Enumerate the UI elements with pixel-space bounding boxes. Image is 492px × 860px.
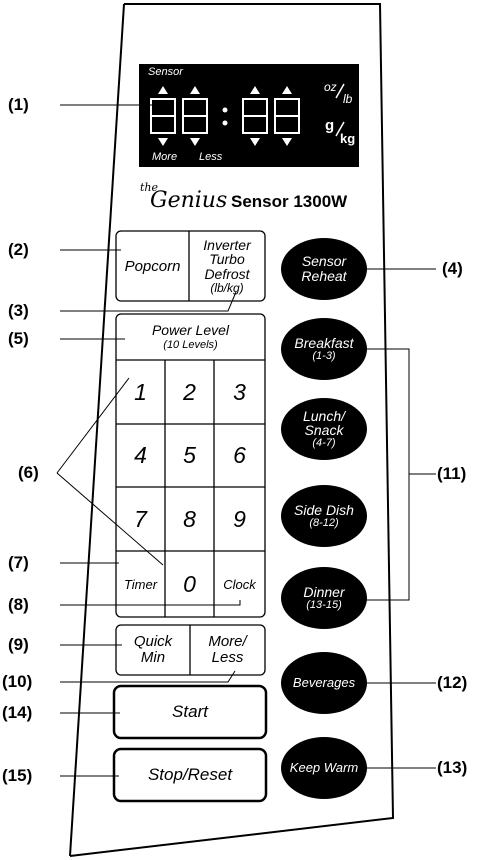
oval-lunch <box>281 398 367 460</box>
keep-warm-label: Keep Warm <box>289 760 359 776</box>
digit-2-button[interactable]: 2 <box>183 378 196 405</box>
callout-3: (3) <box>8 301 29 320</box>
lcd-sensor-label: Sensor <box>148 66 183 78</box>
oval-sensor-reheat <box>281 238 367 300</box>
lunch-line-1: Lunch/ <box>302 407 346 424</box>
inverter-line-2: Turbo <box>209 251 245 268</box>
keypad-box <box>115 313 266 618</box>
callout-6: (6) <box>18 463 39 482</box>
power-level-button[interactable]: Power Level (10 Levels) <box>116 314 265 360</box>
side-dish-line-2: (8-12) <box>309 516 339 529</box>
breakfast-line-1: Breakfast <box>294 334 354 351</box>
callout-13: (13) <box>437 758 468 777</box>
oval-dinner <box>281 567 367 629</box>
unit-lb: lb <box>343 92 353 106</box>
callout-7: (7) <box>8 553 29 572</box>
unit-kg: kg <box>340 131 356 146</box>
lcd-digits <box>150 98 300 134</box>
digit-9-button[interactable]: 9 <box>233 505 246 532</box>
oval-side-dish <box>281 485 367 547</box>
callout-10: (10) <box>2 672 33 691</box>
start-box <box>112 684 268 740</box>
digit-4-button[interactable]: 4 <box>134 442 147 468</box>
popcorn-button[interactable]: Popcorn <box>124 257 181 275</box>
callout-14: (14) <box>2 703 33 722</box>
quick-min-button[interactable]: Quick Min <box>116 625 190 675</box>
dinner-line-2: (13-15) <box>306 598 342 611</box>
lunch-snack-button[interactable]: Lunch/ Snack (4-7) <box>281 398 367 460</box>
callout-15: (15) <box>2 766 33 785</box>
quick-min-line-1: Quick <box>133 632 173 650</box>
panel-outline <box>69 3 395 857</box>
unit-g: g <box>325 117 335 134</box>
lcd-down-arrows <box>158 138 292 146</box>
power-level-label: Power Level <box>151 322 230 339</box>
start-button[interactable]: Start <box>172 702 208 721</box>
callout-1: (1) <box>8 95 29 114</box>
clock-button[interactable]: Clock <box>223 576 256 592</box>
digit-7-button[interactable]: 7 <box>134 505 147 532</box>
oval-keep-warm <box>281 737 367 799</box>
lcd-up-arrows <box>158 86 292 94</box>
callout-12: (12) <box>437 673 468 692</box>
inverter-turbo-defrost-button[interactable]: Inverter Turbo Defrost (lb/kg) <box>189 231 265 301</box>
leader-lines <box>56 104 436 777</box>
stop-reset-button[interactable]: Stop/Reset <box>147 765 233 784</box>
digit-6-button[interactable]: 6 <box>233 442 246 468</box>
inverter-line-4: (lb/kg) <box>210 280 244 295</box>
callout-11: (11) <box>437 464 467 483</box>
sensor-reheat-line-2: Reheat <box>301 268 347 284</box>
beverages-button[interactable]: Beverages <box>281 652 367 714</box>
quick-min-line-2: Min <box>140 649 166 666</box>
breakfast-line-2: (1-3) <box>312 349 336 362</box>
lunch-line-3: (4-7) <box>312 436 336 449</box>
digit-0-button[interactable]: 0 <box>183 570 196 597</box>
brand-name: Genius <box>150 188 228 213</box>
inverter-line-1: Inverter <box>203 236 251 253</box>
callout-9: (9) <box>8 635 29 654</box>
callout-2: (2) <box>8 240 29 259</box>
lcd-colon-top <box>222 107 228 113</box>
side-dish-button[interactable]: Side Dish (8-12) <box>281 485 367 547</box>
brand-model: Sensor 1300W <box>231 192 348 211</box>
unit-oz: oz <box>324 80 337 94</box>
timer-button[interactable]: Timer <box>123 576 158 592</box>
keep-warm-button[interactable]: Keep Warm <box>281 737 367 799</box>
power-level-sub: (10 Levels) <box>163 338 218 351</box>
popcorn-inverter-box <box>115 230 266 302</box>
digit-1-button[interactable]: 1 <box>134 378 147 405</box>
side-dish-line-1: Side Dish <box>294 501 354 518</box>
inverter-line-3: Defrost <box>204 266 250 283</box>
more-less-button[interactable]: More/ Less <box>190 625 265 675</box>
more-less-line-1: More/ <box>208 632 247 650</box>
stop-box <box>112 747 268 803</box>
callout-8: (8) <box>8 595 29 614</box>
digit-5-button[interactable]: 5 <box>183 442 196 468</box>
brand-prefix: the <box>140 181 159 194</box>
oval-beverages <box>281 652 367 714</box>
panel-left-edge <box>69 3 125 857</box>
breakfast-button[interactable]: Breakfast (1-3) <box>281 318 367 380</box>
sensor-reheat-line-1: Sensor <box>301 253 347 270</box>
digit-8-button[interactable]: 8 <box>183 505 196 532</box>
lcd-colon-bottom <box>222 120 228 126</box>
dinner-line-1: Dinner <box>303 583 345 600</box>
digit-3-button[interactable]: 3 <box>233 378 246 405</box>
unit-divider-g-kg <box>335 121 345 137</box>
sensor-reheat-button[interactable]: Sensor Reheat <box>281 238 367 300</box>
callout-4: (4) <box>442 259 463 278</box>
lunch-line-2: Snack <box>304 422 344 439</box>
beverages-label: Beverages <box>292 675 356 691</box>
callout-5: (5) <box>8 329 29 348</box>
unit-divider-oz-lb <box>335 83 345 99</box>
oval-breakfast <box>281 318 367 380</box>
more-less-line-2: Less <box>211 649 244 666</box>
lcd-less-label: Less <box>199 151 223 163</box>
dinner-button[interactable]: Dinner (13-15) <box>281 567 367 629</box>
lcd-more-label: More <box>152 151 178 163</box>
